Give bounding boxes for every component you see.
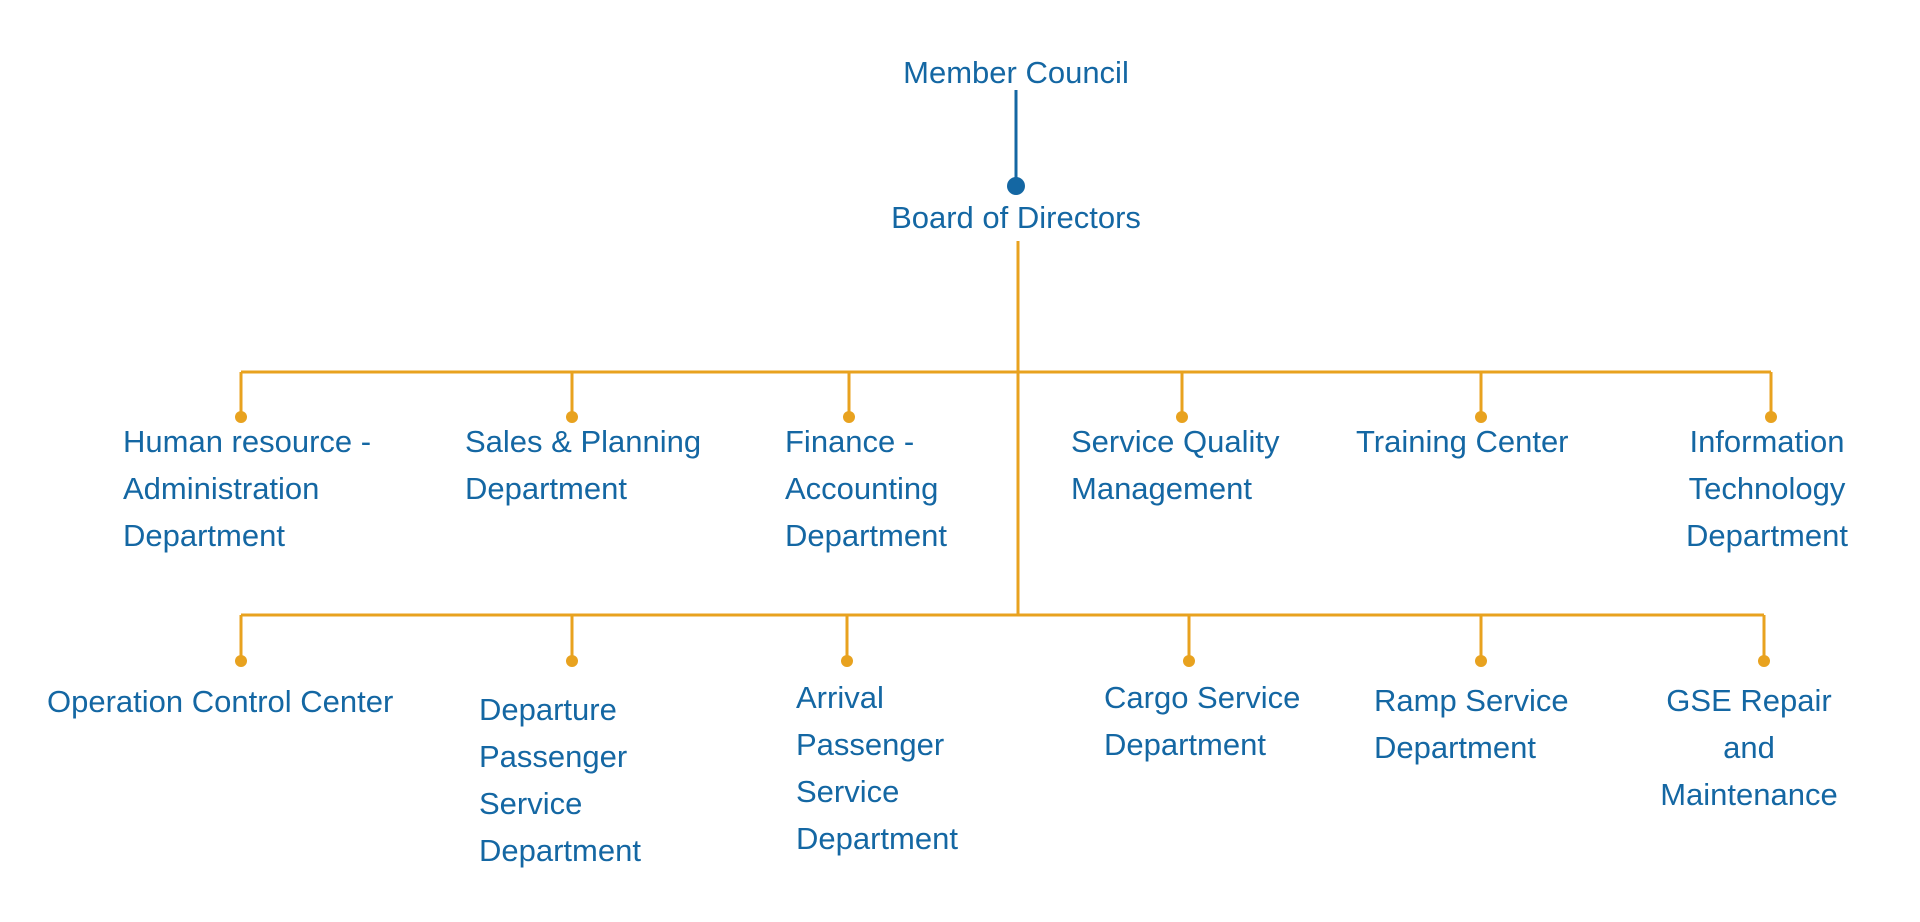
label-line: Ramp Service bbox=[1374, 683, 1569, 718]
label-line: Operation Control Center bbox=[47, 684, 394, 719]
label-line: Departure bbox=[479, 692, 617, 727]
dept-finance-accounting-node-dot bbox=[843, 411, 855, 423]
label-line: Service bbox=[796, 774, 900, 809]
label-line: Department bbox=[785, 518, 947, 553]
label-line: Passenger bbox=[796, 727, 945, 762]
department-drop-connectors bbox=[235, 372, 1777, 667]
dept-cargo-service-node-dot bbox=[1183, 655, 1195, 667]
label-line: Department bbox=[479, 833, 641, 868]
label-line: Sales & Planning bbox=[465, 424, 702, 459]
label-line: Human resource - bbox=[123, 424, 372, 459]
dept-sales-planning-node-dot bbox=[566, 411, 578, 423]
dept-information-technology-node-dot bbox=[1765, 411, 1777, 423]
dept-operation-control-center-label: Operation Control Center bbox=[47, 678, 393, 725]
label-line: Management bbox=[1071, 471, 1252, 506]
label-line: Department bbox=[1686, 518, 1848, 553]
label-line: and bbox=[1723, 730, 1775, 765]
label-line: Administration bbox=[123, 471, 320, 506]
label-line: Cargo Service bbox=[1104, 680, 1301, 715]
dept-service-quality-management-node-dot bbox=[1176, 411, 1188, 423]
dept-ramp-service-node-dot bbox=[1475, 655, 1487, 667]
dept-training-center-label: Training Center bbox=[1356, 418, 1606, 465]
label-line: Service bbox=[479, 786, 583, 821]
label-line: Arrival bbox=[796, 680, 884, 715]
label-line: Department bbox=[1104, 727, 1266, 762]
label-line: Service Quality bbox=[1071, 424, 1280, 459]
board-node-dot bbox=[1007, 177, 1025, 195]
label-line: Information bbox=[1689, 424, 1845, 459]
board-of-directors-label: Board of Directors bbox=[891, 200, 1141, 235]
label-line: Department bbox=[1374, 730, 1536, 765]
dept-gse-repair-maintenance-node-dot bbox=[1758, 655, 1770, 667]
label-line: Department bbox=[123, 518, 285, 553]
label-line: Finance - bbox=[785, 424, 915, 459]
label-line: Accounting bbox=[785, 471, 939, 506]
dept-arrival-passenger-service-node-dot bbox=[841, 655, 853, 667]
dept-human-resource-administration-node-dot bbox=[235, 411, 247, 423]
label-line: Maintenance bbox=[1660, 777, 1838, 812]
label-line: Department bbox=[796, 821, 958, 856]
dept-training-center-node-dot bbox=[1475, 411, 1487, 423]
member-council-label: Member Council bbox=[903, 55, 1129, 90]
dept-operation-control-center-node-dot bbox=[235, 655, 247, 667]
label-line: Passenger bbox=[479, 739, 628, 774]
label-line: Technology bbox=[1688, 471, 1846, 506]
label-line: Department bbox=[465, 471, 627, 506]
label-line: GSE Repair bbox=[1666, 683, 1832, 718]
label-line: Training Center bbox=[1356, 424, 1569, 459]
dept-departure-passenger-service-node-dot bbox=[566, 655, 578, 667]
